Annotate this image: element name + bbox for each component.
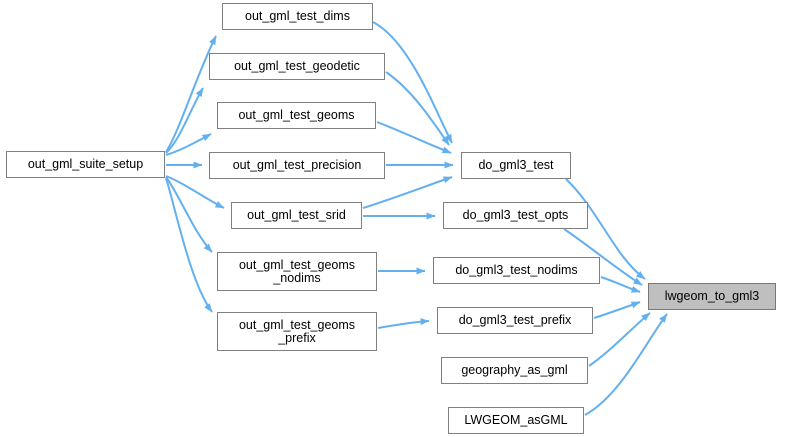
node-label-out_gml_test_precision: out_gml_test_precision [232, 158, 362, 172]
edge-out_gml_suite_setup-to-out_gml_test_srid [165, 175, 225, 209]
edge-out_gml_suite_setup-to-out_gml_test_geoms_nodims [165, 176, 213, 253]
node-label-lwgeom_to_gml3: lwgeom_to_gml3 [664, 289, 760, 303]
node-label-do_gml3_test: do_gml3_test [478, 158, 554, 172]
edge-out_gml_test_geodetic-to-do_gml3_test [385, 71, 450, 146]
edge-geography_as_gml-to-lwgeom_to_gml3 [588, 312, 651, 367]
edges-group [165, 21, 668, 416]
node-label-do_gml3_test_nodims: do_gml3_test_nodims [455, 263, 578, 277]
node-do_gml3_test_opts[interactable]: do_gml3_test_opts [443, 202, 588, 229]
edge-out_gml_suite_setup-to-out_gml_test_geoms_prefix [165, 177, 213, 313]
node-label-do_gml3_test_prefix: do_gml3_test_prefix [458, 313, 572, 327]
node-LWGEOM_asGML[interactable]: LWGEOM_asGML [448, 407, 584, 434]
node-out_gml_test_geoms_prefix[interactable]: out_gml_test_geoms _prefix [217, 312, 377, 351]
edge-out_gml_suite_setup-to-out_gml_test_dims [165, 35, 217, 153]
edge-out_gml_test_srid-to-do_gml3_test [362, 176, 453, 209]
node-do_gml3_test_prefix[interactable]: do_gml3_test_prefix [437, 307, 593, 334]
edge-out_gml_test_geoms_prefix-to-do_gml3_test_prefix [377, 318, 430, 329]
edge-do_gml3_test_nodims-to-lwgeom_to_gml3 [600, 276, 641, 293]
edge-do_gml3_test-to-lwgeom_to_gml3 [565, 178, 646, 280]
node-label-out_gml_test_geodetic: out_gml_test_geodetic [234, 59, 360, 73]
node-label-out_gml_suite_setup: out_gml_suite_setup [27, 157, 144, 171]
node-label-out_gml_test_dims: out_gml_test_dims [245, 9, 350, 23]
node-lwgeom_to_gml3[interactable]: lwgeom_to_gml3 [648, 283, 776, 310]
node-do_gml3_test[interactable]: do_gml3_test [461, 152, 571, 179]
node-do_gml3_test_nodims[interactable]: do_gml3_test_nodims [433, 257, 600, 284]
node-out_gml_test_geoms_nodims[interactable]: out_gml_test_geoms _nodims [217, 252, 377, 291]
node-label-out_gml_test_geoms_nodims: out_gml_test_geoms _nodims [238, 257, 356, 285]
node-geography_as_gml[interactable]: geography_as_gml [441, 357, 588, 384]
node-out_gml_test_dims[interactable]: out_gml_test_dims [222, 3, 373, 30]
node-out_gml_suite_setup[interactable]: out_gml_suite_setup [6, 151, 165, 178]
node-label-out_gml_test_geoms_prefix: out_gml_test_geoms _prefix [238, 317, 356, 345]
edge-out_gml_suite_setup-to-out_gml_test_geoms [165, 133, 212, 156]
edge-do_gml3_test_prefix-to-lwgeom_to_gml3 [593, 301, 641, 319]
edge-do_gml3_test_opts-to-lwgeom_to_gml3 [563, 228, 643, 286]
node-label-LWGEOM_asGML: LWGEOM_asGML [464, 413, 568, 427]
edge-LWGEOM_asGML-to-lwgeom_to_gml3 [584, 313, 668, 416]
node-label-out_gml_test_geoms: out_gml_test_geoms [238, 108, 355, 122]
node-out_gml_test_srid[interactable]: out_gml_test_srid [231, 202, 362, 229]
node-out_gml_test_geoms[interactable]: out_gml_test_geoms [217, 102, 376, 129]
node-label-out_gml_test_srid: out_gml_test_srid [247, 208, 346, 222]
edge-out_gml_test_geoms-to-do_gml3_test [376, 121, 452, 154]
edge-out_gml_suite_setup-to-out_gml_test_geodetic [165, 87, 204, 154]
edge-out_gml_test_dims-to-do_gml3_test [372, 21, 453, 144]
node-label-do_gml3_test_opts: do_gml3_test_opts [462, 208, 569, 222]
node-out_gml_test_geodetic[interactable]: out_gml_test_geodetic [209, 53, 385, 80]
node-label-geography_as_gml: geography_as_gml [461, 363, 568, 377]
node-out_gml_test_precision[interactable]: out_gml_test_precision [209, 152, 385, 179]
